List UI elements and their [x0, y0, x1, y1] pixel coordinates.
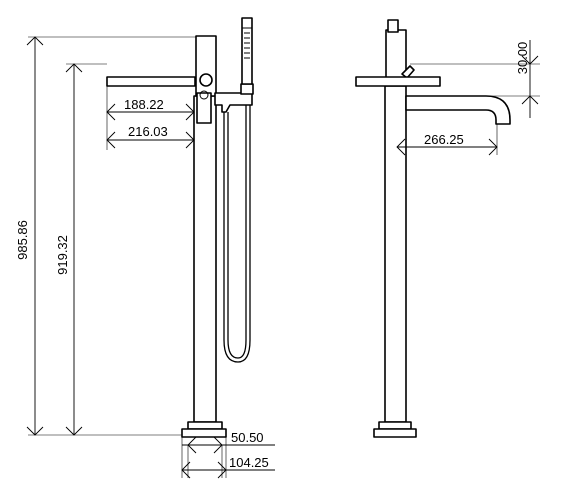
label-spout-reach-front: 188.22 [124, 97, 164, 112]
side-spout [405, 95, 511, 125]
front-diverter [196, 92, 212, 124]
label-spout-reach-side: 266.25 [424, 132, 464, 147]
front-base-neck [187, 421, 223, 430]
dimension-lines [26, 36, 540, 479]
front-hand-shower [241, 17, 253, 85]
front-hose-bracket [214, 92, 253, 113]
front-hose [223, 105, 251, 363]
front-base-plate [181, 428, 227, 438]
side-top-cap [387, 19, 399, 33]
dimension-labels: 985.86 919.32 188.22 216.03 266.25 30.00… [15, 42, 530, 470]
side-column [384, 85, 407, 423]
side-view [355, 19, 511, 438]
label-handle-height: 30.00 [515, 42, 530, 75]
label-base-height: 50.50 [231, 430, 264, 445]
label-handle-reach-front: 216.03 [128, 124, 168, 139]
front-column [193, 95, 217, 423]
side-base-neck [378, 421, 412, 430]
front-spout-shelf [106, 76, 196, 87]
front-shower-holder [240, 83, 254, 95]
side-base-plate [373, 428, 417, 438]
label-base-diameter: 104.25 [229, 455, 269, 470]
front-diverter-cap [199, 90, 209, 100]
front-view [106, 17, 254, 438]
front-mixer-body [195, 35, 217, 97]
side-spout-shelf [355, 76, 441, 87]
front-handle-knob [199, 73, 213, 87]
side-mixer-body [385, 29, 407, 79]
label-spout-height: 919.32 [55, 235, 70, 275]
label-total-height: 985.86 [15, 220, 30, 260]
